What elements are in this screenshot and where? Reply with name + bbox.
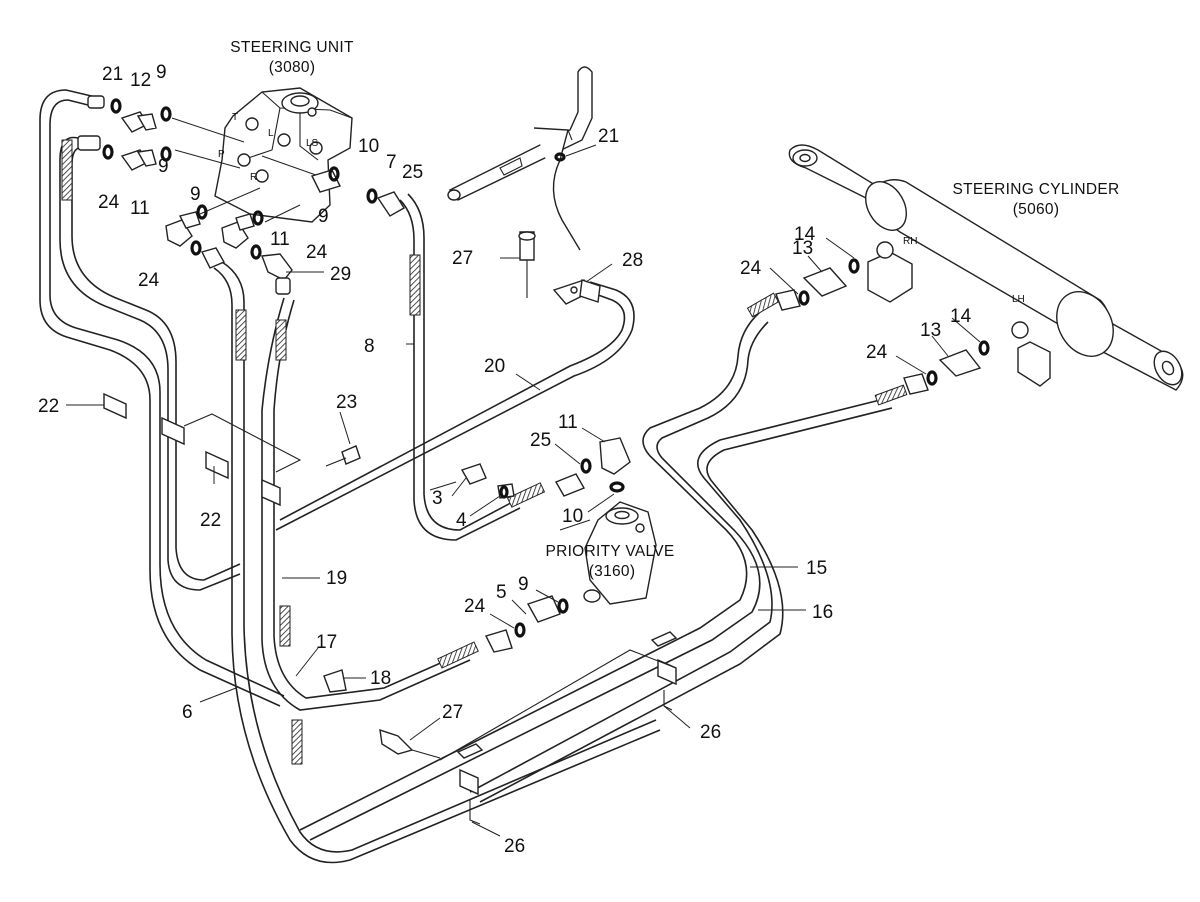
steering-cylinder-title: STEERING CYLINDER <box>952 181 1119 198</box>
callout-28: 28 <box>622 250 643 271</box>
callout-22: 22 <box>200 510 221 531</box>
callout-26: 26 <box>504 836 525 857</box>
callout-9: 9 <box>518 574 529 595</box>
callout-11: 11 <box>270 229 290 250</box>
callout-7: 7 <box>386 152 397 173</box>
port-t-label: T <box>232 112 238 123</box>
leader-lines <box>66 144 981 837</box>
callout-14: 14 <box>794 224 816 245</box>
callout-6: 6 <box>182 702 193 723</box>
priority-valve-title: PRIORITY VALVE <box>545 543 674 560</box>
steering-cylinder: RH LH <box>788 144 1184 391</box>
steering-cylinder-code: (5060) <box>1013 201 1060 218</box>
callout-24: 24 <box>138 270 160 291</box>
callout-25: 25 <box>530 430 551 451</box>
callout-24: 24 <box>98 192 120 213</box>
steering-unit-title: STEERING UNIT <box>230 39 354 56</box>
callout-27: 27 <box>442 702 463 723</box>
callout-8: 8 <box>364 336 375 357</box>
port-ls-label: LS <box>306 138 319 149</box>
port-lh-label: LH <box>1012 294 1025 305</box>
callout-19: 19 <box>326 568 347 589</box>
callout-24: 24 <box>306 242 328 263</box>
o-rings <box>102 98 990 638</box>
callout-21: 21 <box>598 126 619 147</box>
priority-valve-code: (3160) <box>589 563 636 580</box>
callout-24: 24 <box>464 596 486 617</box>
callout-29: 29 <box>330 264 351 285</box>
callout-17: 17 <box>316 632 337 653</box>
port-rh-label: RH <box>903 236 917 247</box>
callout-24: 24 <box>866 342 888 363</box>
callout-9: 9 <box>158 156 169 177</box>
callout-4: 4 <box>456 510 467 531</box>
callout-15: 15 <box>806 558 827 579</box>
callout-numbers: 21 12 9 24 9 11 24 9 11 24 9 29 10 7 25 … <box>38 62 972 857</box>
callout-26: 26 <box>700 722 721 743</box>
callout-27: 27 <box>452 248 473 269</box>
callout-16: 16 <box>812 602 833 623</box>
callout-12: 12 <box>130 70 151 91</box>
callout-13: 13 <box>920 320 941 341</box>
callout-23: 23 <box>336 392 357 413</box>
hose-crimps <box>61 139 908 765</box>
callout-9: 9 <box>190 184 201 205</box>
callout-24: 24 <box>740 258 762 279</box>
callout-9: 9 <box>318 206 329 227</box>
callout-20: 20 <box>484 356 505 377</box>
callout-13: 13 <box>792 238 813 259</box>
callout-10: 10 <box>562 506 583 527</box>
callout-3: 3 <box>432 488 443 509</box>
callout-18: 18 <box>370 668 391 689</box>
steering-column-tube <box>447 66 593 201</box>
steering-unit-code: (3080) <box>269 59 316 76</box>
port-l-label: L <box>268 128 274 139</box>
callout-14: 14 <box>950 306 972 327</box>
callout-11: 11 <box>130 198 150 219</box>
priority-valve <box>559 501 657 605</box>
port-p-label: P <box>218 149 225 160</box>
callout-21: 21 <box>102 64 123 85</box>
fittings <box>77 95 982 759</box>
callout-22: 22 <box>38 396 59 417</box>
callout-11: 11 <box>558 412 578 433</box>
callout-10: 10 <box>358 136 379 157</box>
callout-25: 25 <box>402 162 423 183</box>
callout-9: 9 <box>156 62 167 83</box>
port-r-label: R <box>250 172 257 183</box>
callout-5: 5 <box>496 582 507 603</box>
